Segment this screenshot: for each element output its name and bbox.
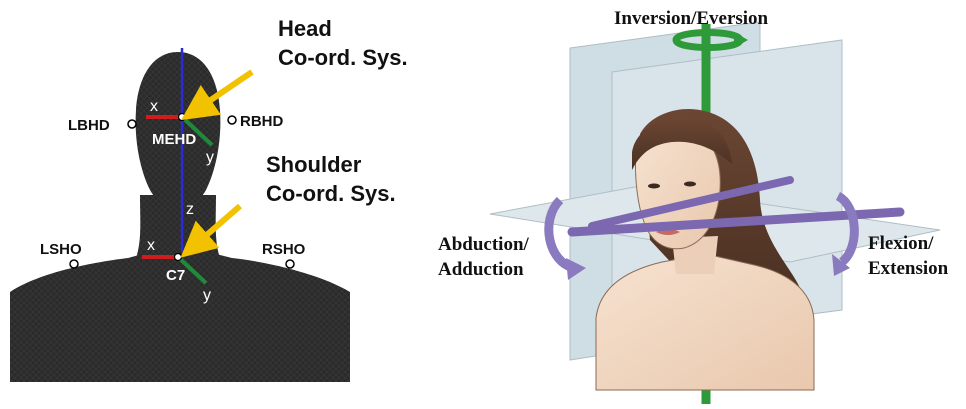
bust-eye-left: [648, 184, 660, 189]
shoulder-y-label: y: [203, 287, 211, 304]
mehd-label: MEHD: [152, 131, 196, 148]
lbhd-marker-dot-icon: [128, 120, 136, 128]
callouts: Head Co-ord. Sys. Shoulder Co-ord. Sys.: [194, 16, 408, 246]
lsho-marker-dot-icon: [70, 260, 78, 268]
rsho-label: RSHO: [262, 241, 306, 258]
mannequin-shoulders: [10, 245, 350, 382]
shoulder-z-label: z: [186, 201, 194, 218]
bust-torso: [596, 254, 814, 390]
mannequin: [10, 52, 350, 382]
c7-label: C7: [166, 267, 185, 284]
abduction-label-line1: Abduction/: [438, 234, 530, 255]
lbhd-label: LBHD: [68, 117, 110, 134]
rsho-marker-dot-icon: [286, 260, 294, 268]
rbhd-label: RBHD: [240, 113, 283, 130]
bust-eye-right: [684, 182, 696, 187]
head-origin-marker: [179, 114, 186, 121]
shoulder-label-line2: Co-ord. Sys.: [266, 181, 396, 206]
rbhd-marker-dot-icon: [228, 116, 236, 124]
inversion-label: Inversion/Eversion: [614, 8, 769, 29]
abduction-label-line2: Adduction: [438, 259, 524, 280]
head-label-line1: Head: [278, 16, 332, 41]
flexion-label-line1: Flexion/: [868, 233, 934, 254]
head-label-line2: Co-ord. Sys.: [278, 45, 408, 70]
right-panel: Inversion/Eversion Abduction/ Adduction …: [438, 8, 949, 404]
c7-marker: [175, 254, 182, 261]
lsho-label: LSHO: [40, 241, 82, 258]
left-panel: z x y z x y LBHD RBHD MEHD LSHO RSHO C7: [10, 16, 408, 382]
flexion-label-line2: Extension: [868, 258, 949, 279]
head-x-label: x: [150, 98, 158, 115]
head-z-label: z: [186, 35, 194, 52]
shoulder-label-line1: Shoulder: [266, 152, 362, 177]
shoulder-x-label: x: [147, 237, 155, 254]
head-y-label: y: [206, 149, 214, 166]
